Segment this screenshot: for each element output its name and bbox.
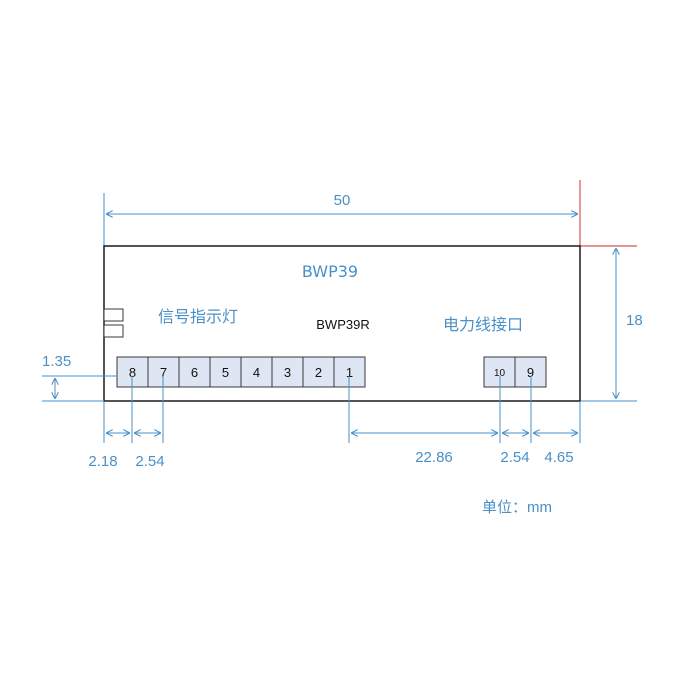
power-pin-header: 10 9 <box>483 356 547 388</box>
power-pin-label: 10 <box>494 368 506 379</box>
pin9-to-edge-label: 4.65 <box>544 449 573 466</box>
signal-pin-5 <box>209 356 242 388</box>
signal-pin-label: 5 <box>222 365 229 380</box>
signal-pin-2 <box>302 356 335 388</box>
height-dimension-label: 18 <box>626 312 643 329</box>
signal-pin-label: 4 <box>253 365 260 380</box>
edge-to-pin8-label: 2.18 <box>88 453 117 470</box>
signal-pin-label: 7 <box>160 365 167 380</box>
pin-pitch-left-label: 2.54 <box>135 453 164 470</box>
width-dimension-label: 50 <box>334 192 351 209</box>
model-label: BWP39R <box>316 317 369 332</box>
board-title: BWP39 <box>302 262 358 281</box>
signal-pin-label: 3 <box>284 365 291 380</box>
signal-pin-3 <box>271 356 304 388</box>
signal-pin-4 <box>240 356 273 388</box>
unit-note: 单位：mm <box>482 499 552 516</box>
signal-pin-label: 1 <box>346 365 353 380</box>
signal-pin-label: 6 <box>191 365 198 380</box>
led-indicator-top <box>103 308 124 322</box>
pin1-to-pin10-label: 22.86 <box>415 449 453 466</box>
signal-pin-label: 8 <box>129 365 136 380</box>
power-pin-label: 9 <box>527 365 534 380</box>
power-connector-label: 电力线接口 <box>443 315 523 334</box>
pin-pitch-right-label: 2.54 <box>500 449 529 466</box>
led-label: 信号指示灯 <box>158 307 238 326</box>
signal-pin-header: 8 7 6 5 4 3 2 1 <box>116 356 366 388</box>
signal-pin-label: 2 <box>315 365 322 380</box>
pin-offset-label: 1.35 <box>42 353 71 370</box>
led-indicator-bottom <box>103 324 124 338</box>
